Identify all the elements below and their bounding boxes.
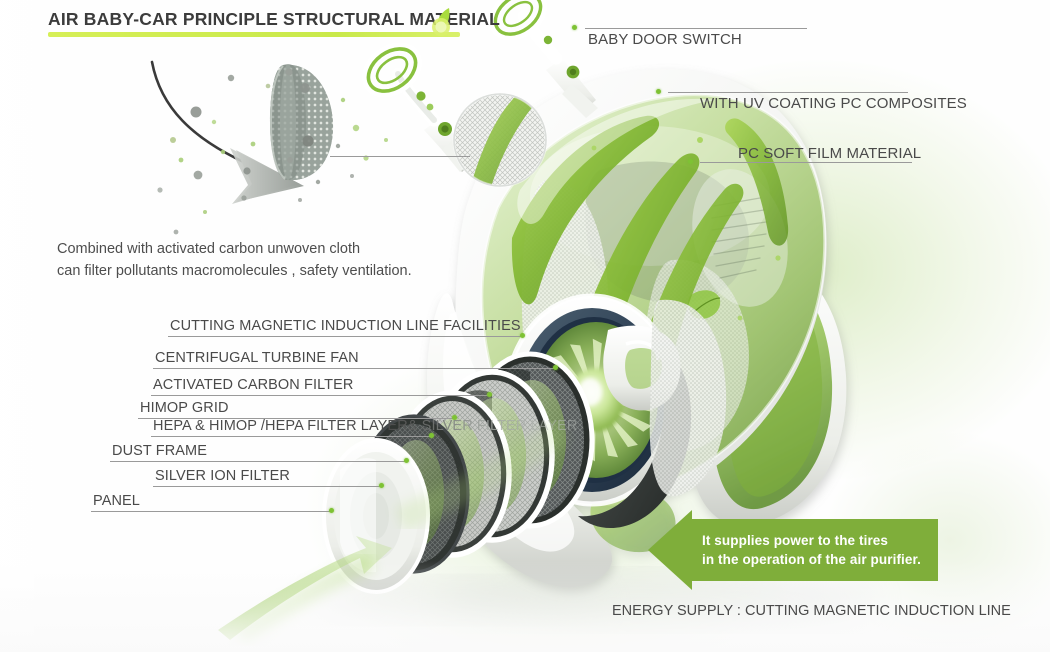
leader-line-himop-grid <box>138 418 454 419</box>
leader-line-hepa-himop <box>151 436 431 437</box>
callout-body <box>690 519 938 581</box>
leader-line-cutting-magnetic <box>168 336 522 337</box>
leader-dot-himop-grid <box>452 415 457 420</box>
leader-line-activated-carbon <box>151 395 489 396</box>
leader-line-dust-frame <box>110 461 406 462</box>
label-himop-grid: HIMOP GRID <box>140 400 229 416</box>
leader-line-panel <box>91 511 331 512</box>
leader-dot-panel <box>329 508 334 513</box>
leader-line-uv-coating <box>668 92 908 93</box>
label-cutting-magnetic-induction-line-facilities: CUTTING MAGNETIC INDUCTION LINE FACILITI… <box>170 318 521 334</box>
label-silver-ion-filter: SILVER ION FILTER <box>155 468 290 484</box>
title-underline <box>48 32 460 37</box>
page-title-block: AIR BABY-CAR PRINCIPLE STRUCTURAL MATERI… <box>48 8 501 37</box>
leader-line-silver-ion <box>153 486 381 487</box>
description-line-2: can filter pollutants macromolecules , s… <box>57 263 412 279</box>
callout-arrow-icon <box>648 510 692 590</box>
page-title: AIR BABY-CAR PRINCIPLE STRUCTURAL MATERI… <box>48 9 501 29</box>
callout-line-2: in the operation of the air purifier. <box>702 552 921 567</box>
leader-line-baby-door-switch <box>585 28 807 29</box>
leader-dot-dust-frame <box>404 458 409 463</box>
label-panel: PANEL <box>93 493 140 509</box>
leader-dot-silver-ion <box>379 483 384 488</box>
label-hepa-himop-hepa-filter-layer: HEPA & HIMOP /HEPA FILTER LAYER& SILVER … <box>153 418 578 434</box>
leader-dot-hepa-himop <box>429 433 434 438</box>
leader-dot-pc-soft-film <box>688 159 693 164</box>
leader-dot-centrifugal-turbine <box>553 365 558 370</box>
leader-line-pc-soft-film <box>700 162 912 163</box>
label-uv-coating-pc-composites: WITH UV COATING PC COMPOSITES <box>700 95 967 112</box>
label-pc-soft-film-material: PC SOFT FILM MATERIAL <box>738 145 922 162</box>
callout-text: It supplies power to the tires in the op… <box>702 531 921 569</box>
callout-line-1: It supplies power to the tires <box>702 533 889 548</box>
description-line-1: Combined with activated carbon unwoven c… <box>57 241 361 257</box>
label-baby-door-switch: BABY DOOR SWITCH <box>588 31 742 48</box>
leader-dot-uv-coating <box>656 89 661 94</box>
label-centrifugal-turbine-fan: CENTRIFUGAL TURBINE FAN <box>155 350 359 366</box>
energy-callout: It supplies power to the tires in the op… <box>648 510 938 590</box>
leader-line-mesh-detail <box>330 156 470 157</box>
description-text: Combined with activated carbon unwoven c… <box>57 238 412 282</box>
leader-dot-cutting-magnetic <box>520 333 525 338</box>
label-dust-frame: DUST FRAME <box>112 443 207 459</box>
leader-line-centrifugal-turbine <box>153 368 555 369</box>
leader-dot-activated-carbon <box>487 392 492 397</box>
label-activated-carbon-filter: ACTIVATED CARBON FILTER <box>153 377 354 393</box>
leader-dot-baby-door-switch <box>572 25 577 30</box>
leaf-logo-icon <box>432 8 450 36</box>
energy-supply-caption: ENERGY SUPPLY : CUTTING MAGNETIC INDUCTI… <box>612 603 1011 619</box>
